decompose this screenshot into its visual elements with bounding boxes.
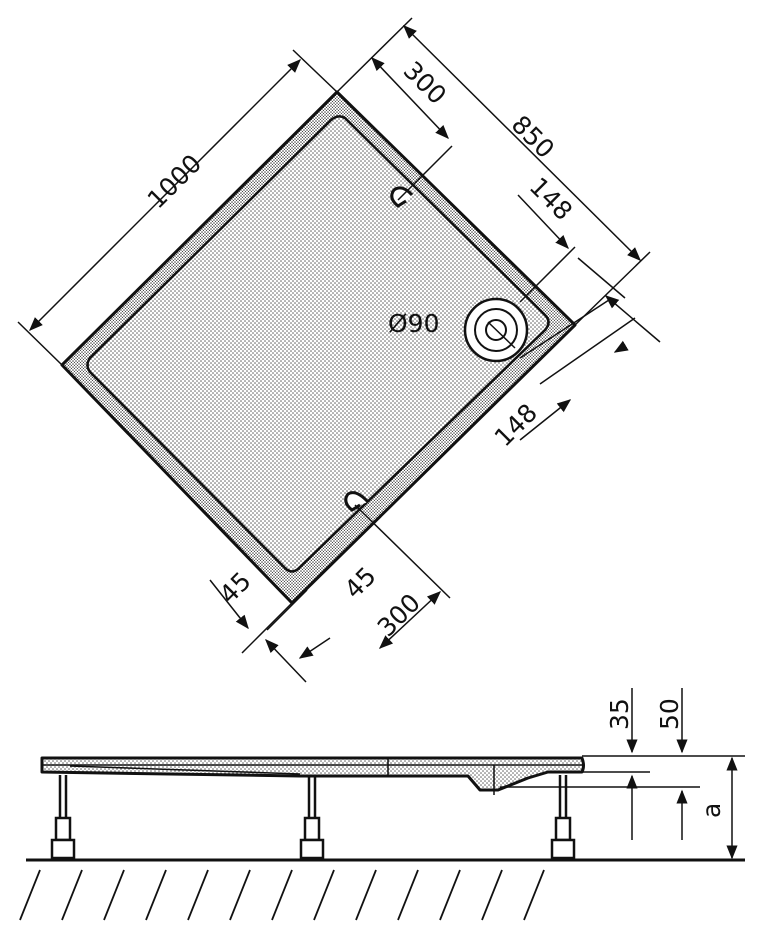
dim-300-bottom-label: 300: [372, 588, 426, 642]
overflow-bottom: [344, 491, 370, 512]
tray-side-body: [40, 756, 585, 792]
leg-middle: [299, 775, 325, 860]
dim-148-top-label: 148: [524, 172, 578, 226]
dim-148-bottom-label: 148: [489, 398, 543, 452]
dim-300-top-label: 300: [398, 56, 452, 110]
dim-850-label: 850: [506, 110, 560, 164]
dim-45-left-label: 45: [214, 566, 257, 609]
leg-left: [50, 775, 76, 860]
dim-45-right-label: 45: [339, 561, 382, 604]
dim-35-label: 35: [605, 698, 634, 730]
leg-right: [550, 775, 576, 860]
plan-view: 1000 850 300 148 Ø90: [17, 17, 661, 683]
dim-35: 35: [605, 688, 638, 840]
dim-a-label: a: [697, 803, 726, 818]
side-view: 35 50 a: [19, 688, 745, 921]
drain-diameter-label: Ø90: [388, 309, 440, 338]
dim-1000-label: 1000: [142, 149, 207, 214]
floor-hatching: [19, 869, 545, 921]
dim-a: a: [697, 756, 738, 860]
dim-50-label: 50: [655, 698, 684, 730]
dim-50: 50: [655, 688, 688, 840]
